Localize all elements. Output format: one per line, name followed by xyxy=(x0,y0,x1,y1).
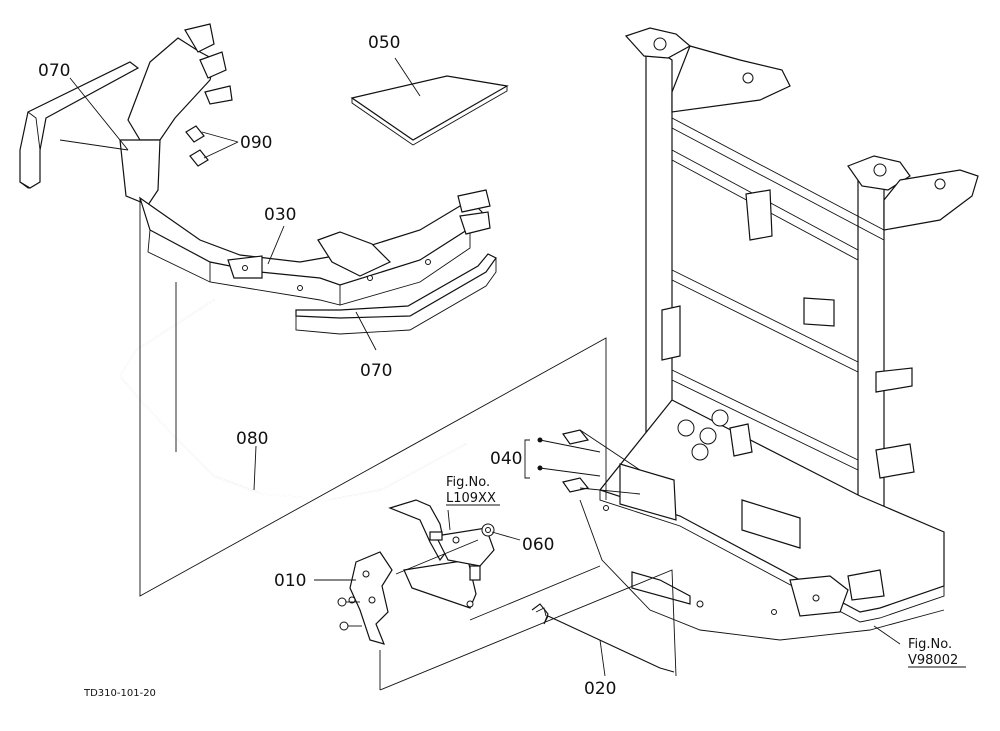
lever-mechanism-assembly xyxy=(388,499,495,609)
fig-ref-number: V98002 xyxy=(908,653,958,668)
part-080-rod xyxy=(119,299,467,501)
part-070-upper-strip xyxy=(19,61,140,189)
callout-020: 020 xyxy=(584,679,616,699)
callout-040: 040 xyxy=(490,449,522,469)
callout-080: 080 xyxy=(236,429,268,449)
drawing-number: TD310-101-20 xyxy=(83,688,156,699)
part-070-lower-strip xyxy=(295,253,497,335)
part-040-pads xyxy=(537,429,590,493)
leader-lines xyxy=(59,57,901,677)
part-010-bracket xyxy=(337,551,393,645)
fig-ref-number: L109XX xyxy=(446,491,496,506)
callout-010: 010 xyxy=(274,571,306,591)
fig-ref-l109xx[interactable]: Fig.No. L109XX xyxy=(446,475,500,506)
callout-070-lower: 070 xyxy=(360,361,392,381)
callout-050: 050 xyxy=(368,33,400,53)
fig-ref-label: Fig.No. xyxy=(446,475,490,490)
part-030-bracket-assembly xyxy=(119,23,491,306)
callout-070-upper: 070 xyxy=(38,61,70,81)
part-050-plate xyxy=(350,75,509,146)
part-060-nut xyxy=(481,523,495,537)
callout-030: 030 xyxy=(264,205,296,225)
callout-060: 060 xyxy=(522,535,554,555)
part-090-plates xyxy=(185,125,209,167)
part-020-spring xyxy=(531,603,675,673)
callout-090: 090 xyxy=(240,133,272,153)
main-frame xyxy=(579,27,979,641)
fig-ref-v98002[interactable]: Fig.No. V98002 xyxy=(908,637,966,668)
fig-ref-label: Fig.No. xyxy=(908,637,952,652)
part-010-bolts xyxy=(337,596,362,631)
projection-lines xyxy=(139,198,677,691)
